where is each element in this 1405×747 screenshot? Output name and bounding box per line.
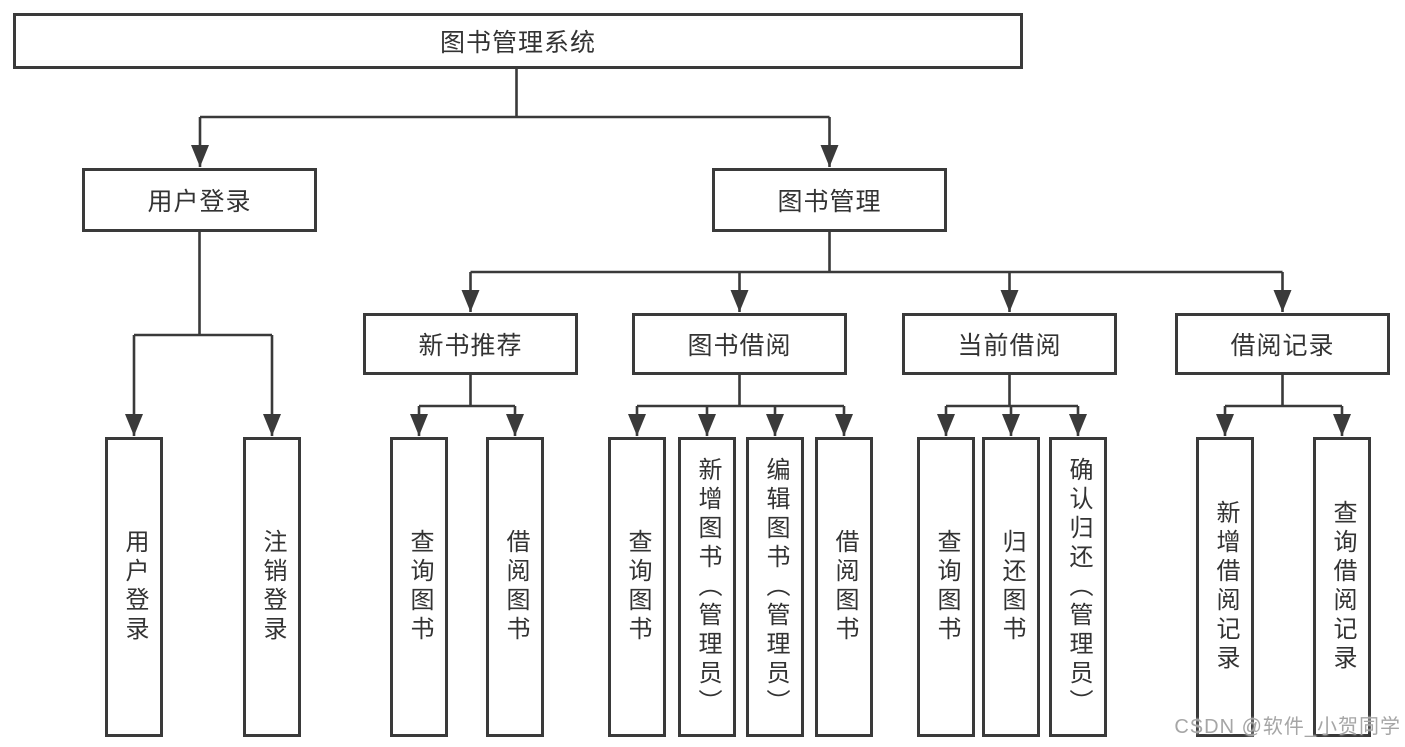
edge-book-management-children: [461, 232, 1292, 312]
node-leaf-confirm-return-admin-label: 确认归还（管理员）: [1065, 456, 1092, 718]
edge-root-to-level2: [191, 66, 839, 167]
node-leaf-add-book-admin-label: 新增图书（管理员）: [694, 456, 721, 718]
node-leaf-confirm-return-admin: 确认归还（管理员）: [1049, 437, 1107, 737]
node-book-borrow: 图书借阅: [632, 313, 847, 375]
node-leaf-user-login-label: 用户登录: [121, 529, 148, 645]
node-leaf-query-books-borrow-label: 查询图书: [624, 529, 651, 645]
node-leaf-query-books-recommend-label: 查询图书: [406, 529, 433, 645]
node-user-login-label: 用户登录: [147, 188, 252, 216]
edge-book-borrow-children: [628, 375, 853, 436]
node-leaf-logout-label: 注销登录: [259, 529, 286, 645]
node-leaf-logout: 注销登录: [243, 437, 301, 737]
node-leaf-edit-book-admin: 编辑图书（管理员）: [746, 437, 804, 737]
edge-new-book-recommend-children: [410, 375, 524, 436]
node-new-book-recommend: 新书推荐: [363, 313, 578, 375]
node-leaf-return-book-label: 归还图书: [998, 529, 1025, 645]
node-borrow-records: 借阅记录: [1175, 313, 1390, 375]
node-leaf-borrow-books-recommend-label: 借阅图书: [502, 529, 529, 645]
node-leaf-edit-book-admin-label: 编辑图书（管理员）: [762, 456, 789, 718]
node-borrow-records-label: 借阅记录: [1230, 332, 1335, 360]
node-leaf-add-borrow-record-label: 新增借阅记录: [1212, 500, 1239, 674]
node-leaf-query-books-borrow: 查询图书: [608, 437, 666, 737]
watermark: CSDN @软件_小贺同学: [1174, 716, 1401, 738]
edge-user-login-children: [125, 232, 281, 436]
node-leaf-query-borrow-record-label: 查询借阅记录: [1329, 500, 1356, 674]
node-leaf-borrow-books: 借阅图书: [815, 437, 873, 737]
node-leaf-add-borrow-record: 新增借阅记录: [1196, 437, 1254, 737]
edge-current-borrow-children: [937, 375, 1087, 436]
node-leaf-user-login: 用户登录: [105, 437, 163, 737]
node-user-login: 用户登录: [82, 168, 317, 232]
node-new-book-recommend-label: 新书推荐: [418, 332, 523, 360]
node-book-management-label: 图书管理: [777, 188, 882, 216]
node-book-management: 图书管理: [712, 168, 947, 232]
node-current-borrow-label: 当前借阅: [957, 332, 1062, 360]
node-leaf-query-books-current: 查询图书: [917, 437, 975, 737]
node-leaf-query-books-current-label: 查询图书: [933, 529, 960, 645]
node-current-borrow: 当前借阅: [902, 313, 1117, 375]
node-book-borrow-label: 图书借阅: [687, 332, 792, 360]
node-root-label: 图书管理系统: [439, 29, 596, 57]
node-root: 图书管理系统: [13, 13, 1023, 69]
node-leaf-return-book: 归还图书: [982, 437, 1040, 737]
node-leaf-add-book-admin: 新增图书（管理员）: [678, 437, 736, 737]
node-leaf-borrow-books-recommend: 借阅图书: [486, 437, 544, 737]
node-leaf-query-books-recommend: 查询图书: [390, 437, 448, 737]
edge-borrow-records-children: [1216, 375, 1351, 436]
node-leaf-query-borrow-record: 查询借阅记录: [1313, 437, 1371, 737]
node-leaf-borrow-books-label: 借阅图书: [831, 529, 858, 645]
